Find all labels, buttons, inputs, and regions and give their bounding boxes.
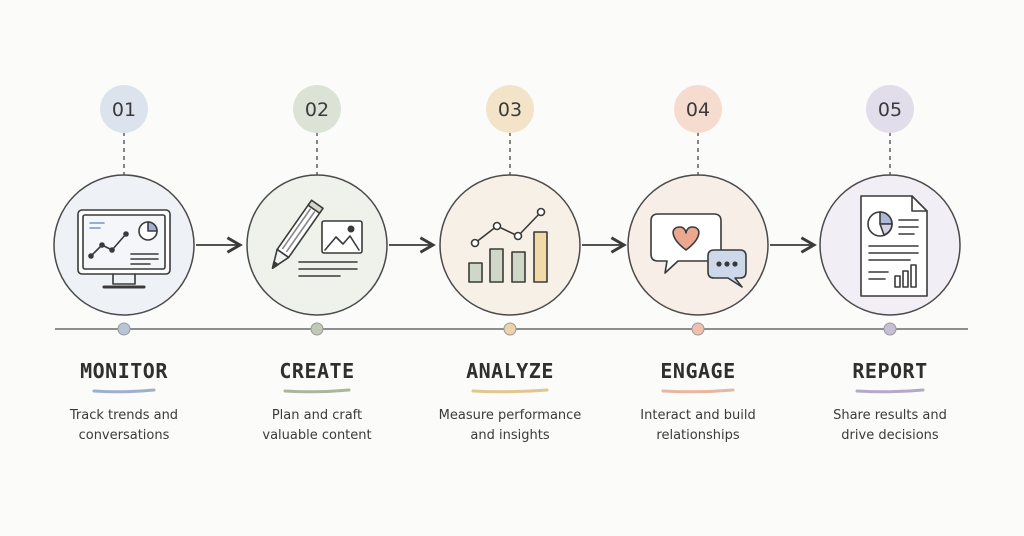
underline-2 — [283, 388, 351, 394]
underline-5 — [855, 388, 925, 394]
timeline-dot-1 — [117, 322, 131, 336]
pencil-image-icon — [271, 199, 363, 277]
step-number-1: 01 — [112, 99, 136, 121]
step-desc-line: Interact and build — [640, 408, 756, 423]
underline-1 — [92, 388, 156, 394]
badge-step-5: 05 — [866, 85, 914, 133]
step-desc-line: Share results and — [833, 408, 947, 423]
badge-step-4: 04 — [674, 85, 722, 133]
timeline-dot-2 — [310, 322, 324, 336]
badge-step-2: 02 — [293, 85, 341, 133]
timeline-dot-4 — [691, 322, 705, 336]
monitor-chart-icon — [77, 209, 171, 289]
step-desc-line: Measure performance — [438, 408, 582, 423]
step-desc-monitor: Track trends and conversations — [24, 406, 224, 446]
step-desc-line: and insights — [470, 428, 550, 443]
step-number-4: 04 — [686, 99, 710, 121]
step-number-5: 05 — [878, 99, 902, 121]
step-desc-line: relationships — [656, 428, 740, 443]
step-desc-line: Plan and craft — [271, 408, 363, 423]
step-desc-line: conversations — [78, 428, 170, 443]
step-desc-report: Share results and drive decisions — [790, 406, 990, 446]
step-title-monitor: MONITOR — [80, 359, 168, 383]
badge-step-1: 01 — [100, 85, 148, 133]
bar-chart-trend-icon — [468, 207, 548, 283]
badge-step-3: 03 — [486, 85, 534, 133]
timeline-dot-3 — [503, 322, 517, 336]
underline-3 — [471, 388, 549, 394]
chat-heart-icon — [650, 213, 747, 288]
step-title-analyze: ANALYZE — [466, 359, 554, 383]
step-title-report: REPORT — [852, 359, 928, 383]
step-circle-2 — [246, 174, 388, 316]
step-number-3: 03 — [498, 99, 522, 121]
timeline-dot-5 — [883, 322, 897, 336]
report-document-icon — [860, 195, 928, 297]
step-desc-create: Plan and craft valuable content — [217, 406, 417, 446]
step-desc-engage: Interact and build relationships — [598, 406, 798, 446]
step-number-2: 02 — [305, 99, 329, 121]
step-desc-line: valuable content — [262, 428, 372, 443]
step-desc-line: drive decisions — [841, 428, 939, 443]
step-circle-3 — [439, 174, 581, 316]
underline-4 — [661, 388, 735, 394]
step-desc-analyze: Measure performance and insights — [410, 406, 610, 446]
step-title-create: CREATE — [279, 359, 355, 383]
step-desc-line: Track trends and — [69, 408, 179, 423]
step-title-engage: ENGAGE — [660, 359, 736, 383]
